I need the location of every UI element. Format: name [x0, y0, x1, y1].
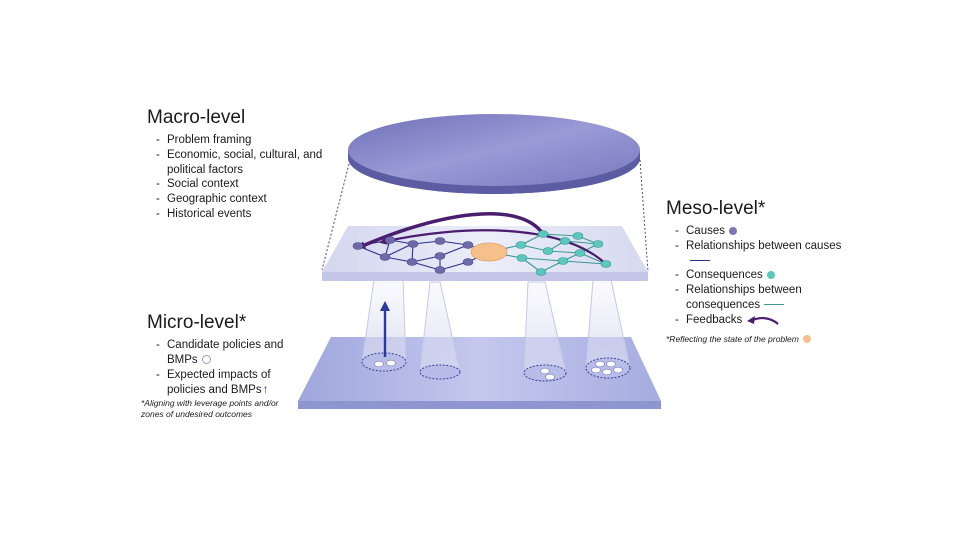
micro-level-panel: Micro-level* Candidate policies and BMPs…: [147, 312, 297, 398]
impact-arrow-icon: ↑: [262, 382, 269, 397]
list-item: Problem framing: [147, 133, 327, 148]
meso-level-title: Meso-level*: [666, 198, 766, 219]
list-item: Expected impacts of policies and BMPs↑: [147, 368, 297, 399]
consequence-nodes: [515, 230, 612, 276]
cause-node-icon: [729, 226, 737, 235]
micro-level-list: Candidate policies and BMPs Expected imp…: [147, 338, 297, 398]
list-item: Geographic context: [147, 192, 327, 207]
list-item: Causes: [666, 224, 846, 239]
macro-guide-left: [321, 159, 351, 271]
candidate-policy-markers: [374, 359, 623, 381]
cause-line-icon: [690, 260, 710, 262]
meso-level-note: *Reflecting the state of the problem: [666, 334, 846, 345]
micro-level-title: Micro-level*: [147, 312, 247, 333]
feedback-arrow-long: [379, 229, 607, 265]
list-item: Economic, social, cultural, and politica…: [147, 148, 327, 178]
consequence-line-icon: [764, 304, 785, 306]
macro-disc: [348, 114, 640, 194]
consequence-node-icon: [766, 271, 775, 280]
micro-level-note: *Aligning with leverage points and/or zo…: [141, 398, 279, 419]
list-item: Historical events: [147, 207, 327, 222]
list-item: Relationships between causes: [666, 239, 846, 269]
macro-level-list: Problem framing Economic, social, cultur…: [147, 133, 327, 222]
meso-level-list: Causes Relationships between causes Cons…: [666, 224, 846, 328]
list-item: Relationships between consequences: [666, 283, 846, 313]
feedback-arrow-icon: [747, 315, 779, 325]
candidate-policy-icon: [201, 355, 211, 365]
problem-state-node: [470, 242, 508, 262]
feedback-arrow-large: [357, 212, 545, 249]
macro-level-panel: Macro-level Problem framing Economic, so…: [147, 107, 327, 222]
list-item: Candidate policies and BMPs: [147, 338, 297, 368]
macro-guide-right: [639, 159, 649, 273]
list-item: Feedbacks: [666, 313, 846, 328]
meso-level-panel: Meso-level* Causes Relationships between…: [666, 198, 846, 345]
cause-nodes: [352, 236, 474, 274]
problem-state-icon: [802, 335, 811, 344]
list-item: Social context: [147, 177, 327, 192]
macro-level-title: Macro-level: [147, 107, 246, 128]
list-item: Consequences: [666, 268, 846, 283]
